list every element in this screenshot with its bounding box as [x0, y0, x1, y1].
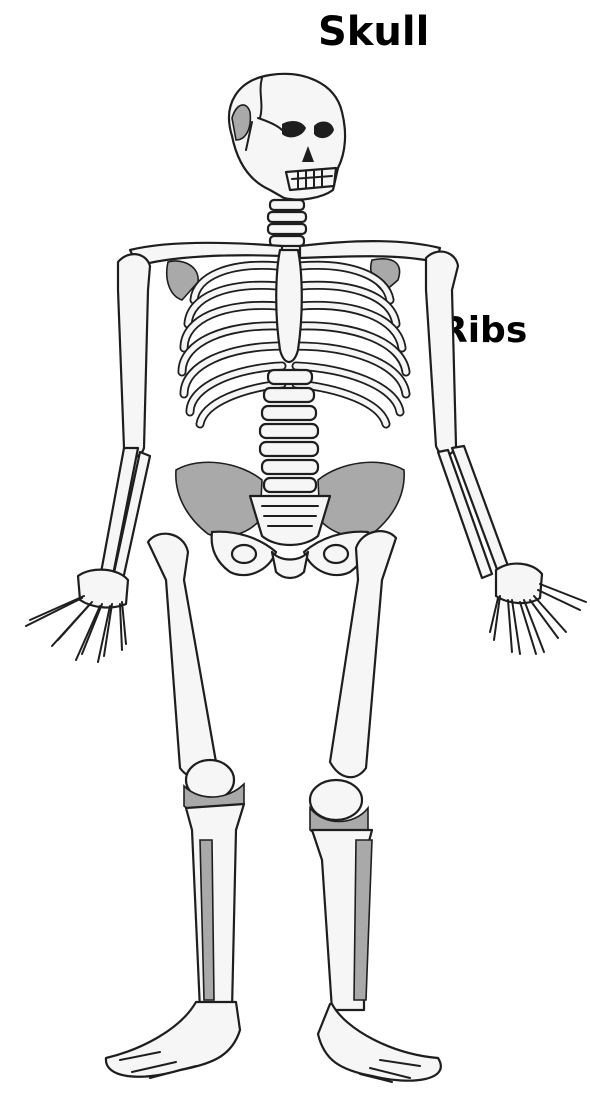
left-arm [100, 254, 150, 584]
skull [229, 74, 345, 200]
sternum [276, 250, 302, 362]
right-hand [490, 564, 586, 654]
right-leg [310, 531, 441, 1082]
left-hand [26, 570, 128, 662]
right-arm [426, 252, 508, 578]
cervical-spine [268, 200, 306, 246]
left-leg [106, 534, 244, 1078]
lumbar-spine [260, 370, 318, 492]
